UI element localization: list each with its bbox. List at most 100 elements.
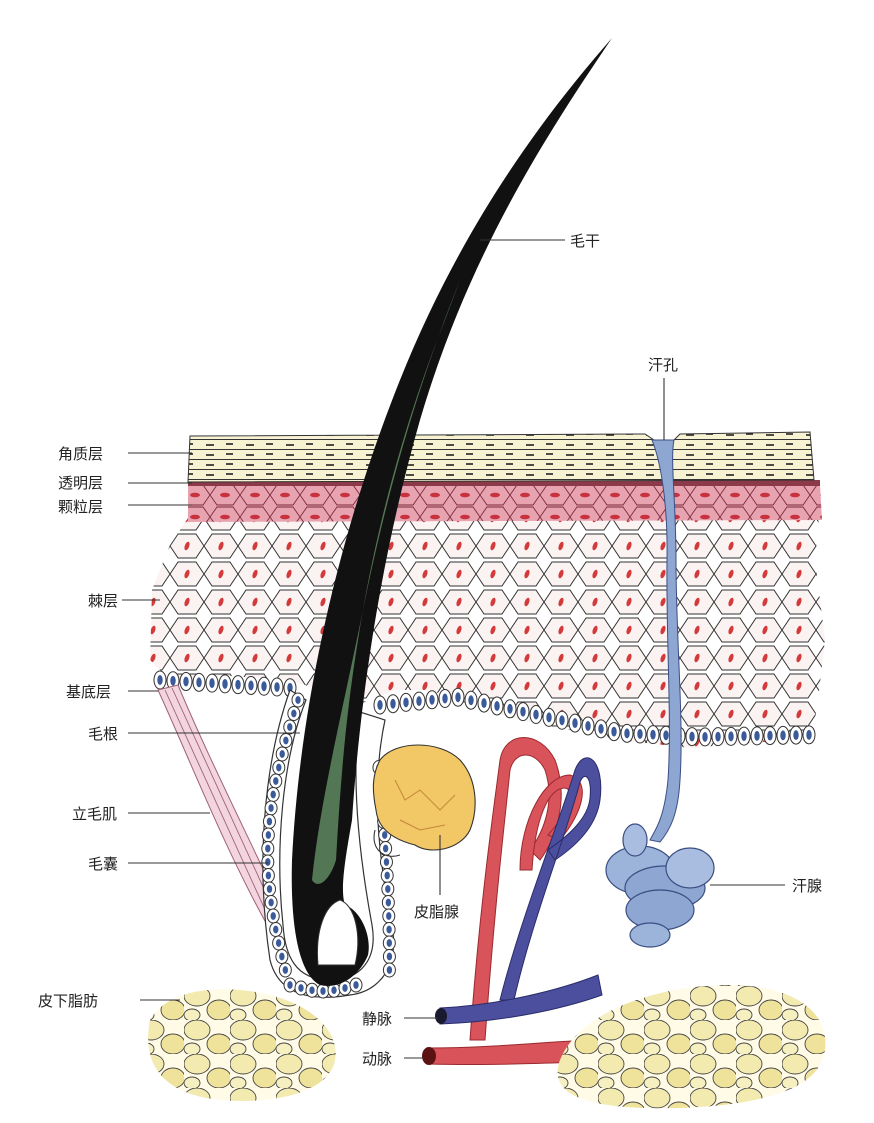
label-hair-shaft: 毛干 bbox=[570, 232, 600, 250]
basal-cell-nucleus bbox=[248, 680, 254, 691]
basal-cell-nucleus bbox=[157, 675, 163, 685]
subcutaneous-fat-right bbox=[557, 985, 826, 1109]
arrector-pili-muscle bbox=[157, 684, 281, 932]
stratum-spinosum-region bbox=[150, 505, 825, 748]
label-sebaceous-gland: 皮脂腺 bbox=[414, 903, 459, 921]
basal-cell-nucleus bbox=[385, 885, 391, 893]
basal-cell-nucleus bbox=[291, 709, 297, 718]
sweat-gland-coil bbox=[605, 823, 715, 948]
vein-opening bbox=[435, 1008, 447, 1024]
basal-cell-nucleus bbox=[386, 966, 393, 974]
basal-cell-nucleus bbox=[520, 706, 526, 717]
basal-cell-nucleus bbox=[442, 693, 448, 704]
label-artery: 动脉 bbox=[362, 1050, 392, 1068]
hair-follicle-sheath bbox=[262, 689, 395, 998]
basal-cell-nucleus bbox=[331, 986, 337, 995]
label-sweat-pore: 汗孔 bbox=[648, 356, 678, 374]
basal-cell-nucleus bbox=[611, 726, 617, 737]
basal-cell-nucleus bbox=[382, 831, 388, 839]
basal-cell-nucleus bbox=[637, 729, 643, 739]
basal-cell-nucleus bbox=[295, 696, 301, 704]
basal-cell-nucleus bbox=[384, 871, 390, 880]
label-sweat-gland: 汗腺 bbox=[792, 877, 822, 895]
subcutaneous-fat-left bbox=[148, 989, 336, 1101]
basal-cell-nucleus bbox=[170, 675, 176, 686]
basal-cell-nucleus bbox=[494, 700, 500, 711]
label-stratum-basale: 基底层 bbox=[66, 683, 111, 701]
basal-cell-nucleus bbox=[276, 763, 282, 772]
basal-cell-nucleus bbox=[183, 676, 189, 687]
basal-cell-nucleus bbox=[793, 730, 799, 741]
basal-cell-nucleus bbox=[342, 984, 348, 992]
basal-cell-nucleus bbox=[386, 939, 393, 947]
basal-cell-nucleus bbox=[585, 721, 591, 731]
basal-cell-nucleus bbox=[275, 939, 282, 947]
basal-cell-nucleus bbox=[386, 912, 392, 920]
basal-cell-nucleus bbox=[715, 731, 721, 742]
basal-cell-nucleus bbox=[283, 736, 289, 745]
label-stratum-corneum: 角质层 bbox=[58, 445, 103, 463]
basal-cell-nucleus bbox=[481, 698, 487, 709]
vein-vessel bbox=[439, 974, 603, 1025]
basal-cell-nucleus bbox=[455, 692, 461, 703]
basal-cell-nucleus bbox=[386, 952, 393, 961]
basal-cell-nucleus bbox=[429, 694, 435, 705]
basal-cell-nucleus bbox=[265, 831, 272, 839]
label-stratum-granulosum: 颗粒层 bbox=[58, 498, 103, 516]
basal-cell-nucleus bbox=[377, 700, 383, 710]
stratum-granulosum-region bbox=[188, 484, 822, 522]
basal-cell-nucleus bbox=[265, 858, 271, 866]
basal-cell-nucleus bbox=[279, 952, 285, 961]
basal-cell-nucleus bbox=[624, 728, 630, 739]
basal-cell-nucleus bbox=[265, 844, 271, 853]
basal-cell-nucleus bbox=[383, 858, 390, 866]
basal-cell-nucleus bbox=[298, 984, 304, 992]
basal-cell-nucleus bbox=[274, 682, 280, 692]
basal-cell-nucleus bbox=[386, 925, 392, 934]
basal-cell-nucleus bbox=[196, 677, 202, 688]
label-arrector-pili: 立毛肌 bbox=[72, 805, 117, 823]
basal-cell-nucleus bbox=[266, 885, 273, 893]
basal-cell-nucleus bbox=[689, 731, 695, 742]
basal-cell-nucleus bbox=[282, 966, 289, 974]
basal-cell-nucleus bbox=[533, 709, 539, 720]
stratum-corneum-region bbox=[187, 431, 815, 483]
basal-cell-nucleus bbox=[390, 698, 396, 709]
basal-cell-nucleus bbox=[266, 817, 273, 826]
leader-lines bbox=[122, 239, 785, 1059]
basal-cell-nucleus bbox=[728, 731, 734, 742]
basal-cell-nucleus bbox=[273, 925, 279, 934]
label-stratum-lucidum: 透明层 bbox=[58, 474, 103, 492]
basal-cell-nucleus bbox=[754, 730, 760, 741]
basal-cell-nucleus bbox=[287, 981, 293, 989]
basal-cell-nucleus bbox=[268, 898, 274, 907]
basal-cell-nucleus bbox=[222, 678, 228, 689]
label-vein: 静脉 bbox=[362, 1010, 392, 1028]
stratum-basale-cells bbox=[153, 670, 816, 747]
basal-cell-nucleus bbox=[507, 703, 513, 714]
basal-cell-nucleus bbox=[353, 981, 359, 989]
basal-cell-nucleus bbox=[268, 804, 274, 812]
basal-cell-nucleus bbox=[273, 777, 279, 785]
basal-cell-nucleus bbox=[382, 844, 389, 853]
basal-cell-nucleus bbox=[780, 730, 786, 741]
stratum-lucidum-band bbox=[188, 480, 820, 486]
basal-cell-nucleus bbox=[235, 679, 241, 690]
basal-cell-nucleus bbox=[270, 790, 276, 799]
basal-cell-nucleus bbox=[320, 987, 326, 995]
basal-cell-nucleus bbox=[741, 731, 747, 742]
basal-cell-nucleus bbox=[403, 697, 409, 708]
basal-cell-nucleus bbox=[546, 712, 552, 723]
label-stratum-spinosum: 棘层 bbox=[88, 592, 118, 610]
basal-cell-nucleus bbox=[385, 898, 392, 907]
basal-cell-nucleus bbox=[279, 750, 285, 758]
basal-cell-nucleus bbox=[209, 678, 215, 689]
dermal-papilla bbox=[316, 899, 359, 966]
label-subcutaneous-fat: 皮下脂肪 bbox=[38, 992, 98, 1010]
label-hair-follicle: 毛囊 bbox=[88, 855, 118, 873]
basal-cell-nucleus bbox=[309, 986, 315, 995]
sweat-duct bbox=[649, 439, 682, 843]
hair-medulla bbox=[312, 280, 460, 884]
basal-cell-nucleus bbox=[806, 729, 812, 740]
